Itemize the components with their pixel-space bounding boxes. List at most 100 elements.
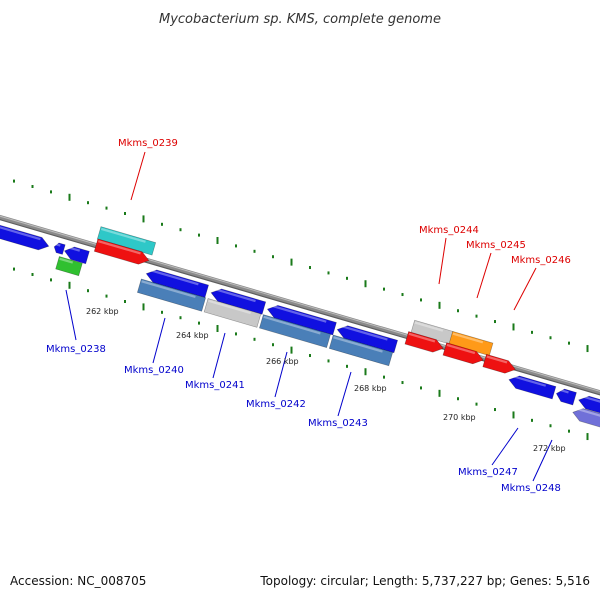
gene-forward-red-b-shine xyxy=(408,332,436,343)
leader-Mkms_0246 xyxy=(513,267,537,311)
position-label: 272 kbp xyxy=(533,444,566,453)
gene-reverse-blue-c-body xyxy=(64,246,90,265)
leader-Mkms_0238 xyxy=(65,289,77,341)
gene-reverse-blue-h-body xyxy=(555,388,577,406)
gene-forward-red-c-body xyxy=(442,342,484,365)
gene-reverse-blue-g-shine xyxy=(339,324,388,341)
gene-Mkms_0246-body xyxy=(482,353,516,374)
gene-label-Mkms_0239: Mkms_0239 xyxy=(118,138,178,149)
gene-Mkms_0247-body xyxy=(508,375,557,400)
gene-Mkms_0243 xyxy=(328,334,394,367)
gene-reverse-blue-a-shine xyxy=(0,224,41,241)
gene-label-Mkms_0246: Mkms_0246 xyxy=(511,255,571,266)
gene-Mkms_0248-body xyxy=(572,408,600,431)
gene-reverse-blue-a xyxy=(0,222,50,251)
gene-Mkms_0242-shine xyxy=(263,315,321,335)
gene-reverse-blue-h xyxy=(555,388,577,406)
gene-forward-red-a-body xyxy=(93,238,150,265)
genome-summary-text: Topology: circular; Length: 5,737,227 bp… xyxy=(259,574,590,588)
gene-Mkms_0247-shine xyxy=(510,374,546,387)
gene-forward-red-b xyxy=(404,331,444,353)
gene-Mkms_0241 xyxy=(203,298,262,328)
gene-reverse-blue-b xyxy=(53,242,66,255)
gene-forward-red-b-body xyxy=(404,331,444,353)
position-label: 270 kbp xyxy=(443,413,476,422)
position-label: 264 kbp xyxy=(176,331,209,340)
position-labels: 262 kbp 264 kbp 266 kbp 268 kbp 270 kbp 272 k… xyxy=(86,307,566,453)
gene-reverse-blue-c xyxy=(64,245,90,265)
gene-Mkms_0240-body xyxy=(137,278,206,312)
accession-text: Accession: NC_008705 xyxy=(10,574,146,588)
gene-forward-red-c xyxy=(442,342,484,365)
gene-Mkms_0248-shine xyxy=(574,407,600,418)
gene-Mkms_0243-shine xyxy=(333,336,383,353)
gene-reverse-blue-g-body xyxy=(336,325,398,354)
gene-Mkms_0246-shine xyxy=(486,355,508,364)
gene-Mkms_0246 xyxy=(482,353,516,374)
gene-Mkms_0241-shine xyxy=(208,299,251,315)
leader-Mkms_0243 xyxy=(337,371,352,417)
gene-Mkms_0248 xyxy=(572,407,600,431)
gene-Mkms_0242-body xyxy=(259,314,331,348)
gene-reverse-blue-i-shine xyxy=(580,394,600,404)
gene-Mkms_0242 xyxy=(259,314,331,348)
gene-Mkms_0243-body xyxy=(328,334,394,367)
gene-Mkms_0239-shine xyxy=(101,227,146,243)
gene-forward-red-a-shine xyxy=(97,240,141,255)
gene-reverse-blue-d xyxy=(145,268,209,298)
gene-reverse-blue-f-shine xyxy=(269,304,327,323)
gene-Mkms_0244-shine xyxy=(414,321,444,332)
gene-Mkms_0238-shine xyxy=(59,257,74,264)
gene-label-Mkms_0245: Mkms_0245 xyxy=(466,240,526,251)
gene-reverse-blue-f xyxy=(266,304,337,336)
gene-label-Mkms_0247: Mkms_0247 xyxy=(458,467,518,478)
gene-reverse-blue-f-body xyxy=(266,305,337,336)
leader-Mkms_0247 xyxy=(491,427,519,466)
gene-label-Mkms_0248: Mkms_0248 xyxy=(501,483,561,494)
gene-features xyxy=(0,222,600,431)
gene-reverse-blue-i xyxy=(578,394,600,417)
gene-Mkms_0238-body xyxy=(55,256,83,277)
gene-reverse-blue-b-shine xyxy=(55,243,61,247)
gene-reverse-blue-h-shine xyxy=(558,388,569,394)
gene-labels: Mkms_0238Mkms_0239Mkms_0240Mkms_0241Mkms… xyxy=(46,138,571,494)
gene-Mkms_0247 xyxy=(508,374,557,400)
gene-label-Mkms_0243: Mkms_0243 xyxy=(308,418,368,429)
gene-reverse-blue-d-body xyxy=(145,269,209,298)
gene-reverse-blue-e-shine xyxy=(212,287,256,303)
gene-Mkms_0240 xyxy=(137,278,206,312)
leader-Mkms_0241 xyxy=(212,332,226,379)
leader-Mkms_0244 xyxy=(438,237,447,285)
gene-Mkms_0238 xyxy=(55,256,83,277)
gene-label-Mkms_0242: Mkms_0242 xyxy=(246,399,306,410)
gene-Mkms_0240-shine xyxy=(141,280,196,299)
gene-Mkms_0241-body xyxy=(203,298,262,328)
map-title: Mycobacterium sp. KMS, complete genome xyxy=(159,12,441,27)
gene-forward-red-c-shine xyxy=(446,343,476,355)
gene-Mkms_0245-shine xyxy=(452,332,484,344)
gene-label-Mkms_0240: Mkms_0240 xyxy=(124,365,184,376)
label-leaders xyxy=(65,151,553,482)
gene-reverse-blue-g xyxy=(336,324,398,354)
gene-Mkms_0239-body xyxy=(96,226,157,256)
leader-Mkms_0240 xyxy=(152,317,166,364)
position-label: 266 kbp xyxy=(266,357,299,366)
position-label: 262 kbp xyxy=(86,307,119,316)
gene-reverse-blue-c-shine xyxy=(66,245,81,252)
tick-track xyxy=(13,179,589,441)
gene-reverse-blue-i-body xyxy=(578,395,600,417)
gene-reverse-blue-e xyxy=(210,287,267,315)
gene-forward-red-a xyxy=(93,238,150,265)
gene-reverse-blue-b-body xyxy=(53,242,66,255)
leader-Mkms_0248 xyxy=(532,439,553,482)
gene-reverse-blue-e-body xyxy=(210,288,267,315)
leader-Mkms_0245 xyxy=(476,252,492,299)
gene-label-Mkms_0244: Mkms_0244 xyxy=(419,225,479,236)
leader-Mkms_0239 xyxy=(130,151,146,201)
leader-Mkms_0242 xyxy=(274,351,288,398)
gene-reverse-blue-d-shine xyxy=(148,268,199,286)
gene-reverse-blue-a-body xyxy=(0,222,50,251)
position-label: 268 kbp xyxy=(354,384,387,393)
gene-label-Mkms_0238: Mkms_0238 xyxy=(46,344,106,355)
